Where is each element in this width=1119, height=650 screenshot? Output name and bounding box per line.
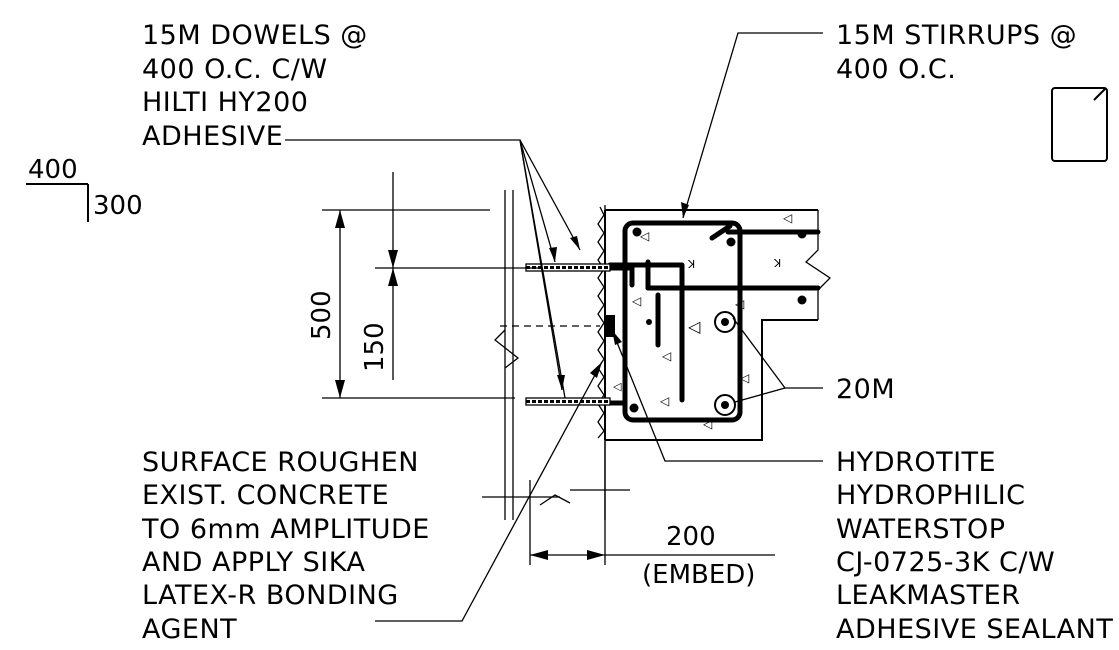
svg-text:◁: ◁ (659, 394, 669, 408)
svg-text:◁: ◁ (661, 349, 671, 363)
note-surface-roughen: SURFACE ROUGHEN EXIST. CONCRETE TO 6mm A… (141, 447, 430, 645)
leader-lines (285, 32, 823, 622)
stirrup-shape-icon (1051, 87, 1108, 162)
svg-text:WATERSTOP: WATERSTOP (836, 514, 1006, 545)
svg-text:SURFACE ROUGHEN: SURFACE ROUGHEN (142, 447, 419, 478)
svg-text:EXIST. CONCRETE: EXIST. CONCRETE (142, 480, 389, 511)
svg-text:HYDROTITE: HYDROTITE (836, 447, 996, 478)
svg-text:ꓘ: ꓘ (773, 257, 781, 270)
svg-text:TO 6mm AMPLITUDE: TO 6mm AMPLITUDE (141, 514, 430, 545)
svg-text:400 O.C.: 400 O.C. (836, 54, 956, 85)
svg-text:◁: ◁ (702, 417, 712, 431)
note-waterstop: HYDROTITE HYDROPHILIC WATERSTOP CJ-0725-… (836, 447, 1113, 645)
svg-text:400 O.C. C/W: 400 O.C. C/W (142, 54, 328, 85)
new-concrete-beam: ◁ ◁ ꓘ ꓘ ◁ ◁ ◁ ◁ ◁ ◁ ◁ ◁ (604, 209, 832, 441)
svg-text:LEAKMASTER: LEAKMASTER (836, 580, 1021, 611)
note-20m: 20M (836, 374, 895, 405)
svg-text:◁: ◁ (631, 294, 641, 308)
dowels (525, 263, 611, 406)
section-height-label: 300 (93, 191, 143, 221)
dim-embed-note: (EMBED) (642, 560, 755, 590)
note-stirrups: 15M STIRRUPS @ 400 O.C. (836, 20, 1077, 85)
section-size-symbol: 400 300 (26, 155, 143, 222)
svg-text:◁: ◁ (639, 229, 649, 243)
svg-text:◁: ◁ (613, 380, 622, 393)
dim-200: 200 (666, 522, 716, 552)
svg-text:ADHESIVE SEALANT: ADHESIVE SEALANT (836, 614, 1113, 645)
svg-text:CJ-0725-3K C/W: CJ-0725-3K C/W (836, 547, 1055, 578)
reinforcement (604, 220, 821, 423)
waterstop-strip (604, 315, 615, 337)
section-width-label: 400 (28, 155, 78, 185)
svg-text:AND APPLY SIKA: AND APPLY SIKA (142, 547, 365, 578)
dim-150: 150 (360, 322, 390, 372)
svg-text:AGENT: AGENT (142, 614, 237, 645)
dim-500: 500 (307, 290, 337, 340)
note-dowels: 15M DOWELS @ 400 O.C. C/W HILTI HY200 AD… (142, 20, 368, 152)
svg-text:◁: ◁ (782, 211, 792, 225)
svg-text:◁: ◁ (687, 317, 701, 336)
svg-text:HYDROPHILIC: HYDROPHILIC (836, 480, 1026, 511)
svg-text:LATEX-R BONDING: LATEX-R BONDING (142, 580, 399, 611)
svg-text:15M STIRRUPS @: 15M STIRRUPS @ (836, 20, 1077, 51)
svg-text:HILTI HY200: HILTI HY200 (142, 87, 308, 118)
svg-text:ꓘ: ꓘ (687, 258, 695, 271)
svg-text:◁: ◁ (739, 371, 749, 385)
svg-text:15M DOWELS @: 15M DOWELS @ (142, 20, 368, 51)
svg-text:ADHESIVE: ADHESIVE (142, 121, 283, 152)
